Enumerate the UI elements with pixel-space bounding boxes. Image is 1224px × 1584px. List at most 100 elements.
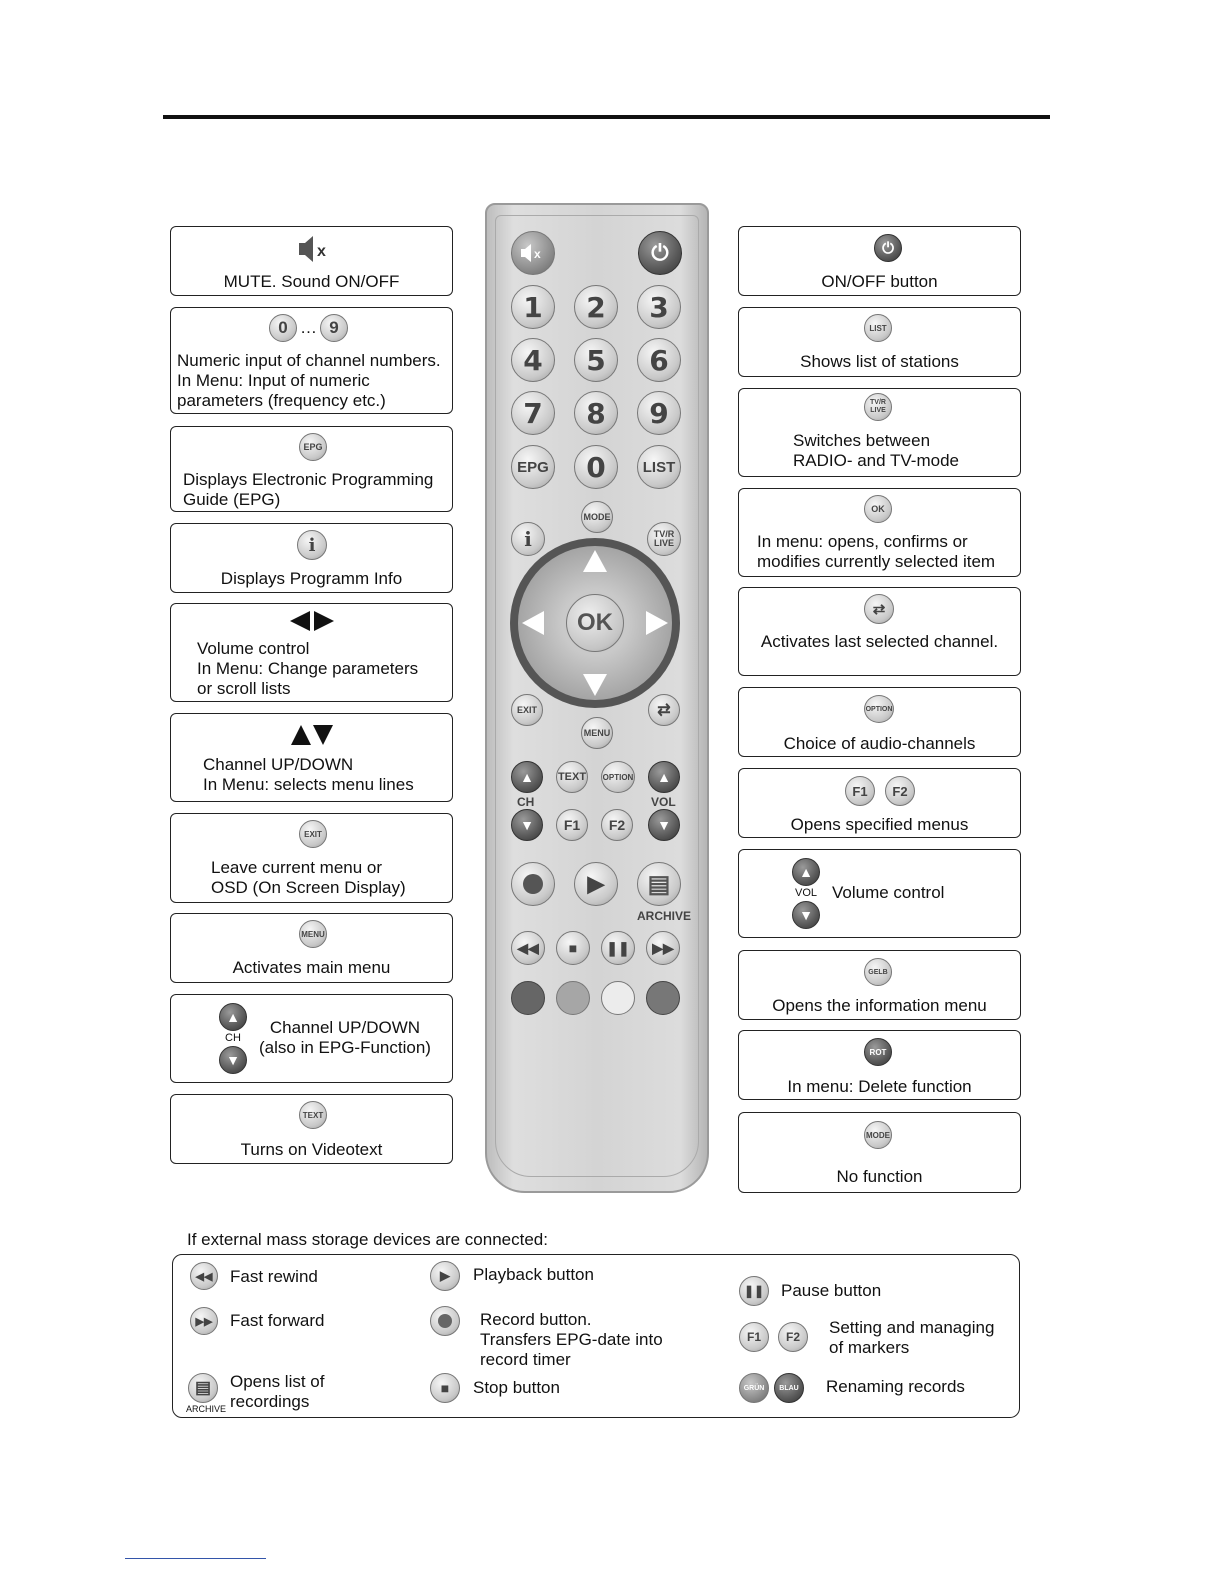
vol-label: VOL [795,887,817,899]
ch-box: ▲ CH ▼ Channel UP/DOWN (also in EPG-Func… [170,994,453,1083]
remote-menu-button[interactable]: MENU [581,717,613,749]
remote-ok-button[interactable]: OK [566,594,624,652]
swap-icon: ⇄ [657,700,670,720]
ch-down-icon: ▼ [219,1046,247,1074]
mute-text: MUTE. Sound ON/OFF [171,272,452,292]
remote-f2-button[interactable]: F2 [601,809,633,841]
footer-rule [125,1558,266,1559]
f2-icon: F2 [885,776,915,806]
exit-box: EXIT Leave current menu or OSD (On Scree… [170,813,453,903]
remote-vol-down-button[interactable]: ▼ [648,809,680,841]
record-text: Record button. Transfers EPG-date into r… [480,1310,663,1370]
record-icon [523,874,543,894]
left-right-arrows-icon [288,610,336,632]
mode-text: No function [739,1167,1020,1187]
remote-button-0[interactable]: 0 [574,445,618,489]
mute-box: x MUTE. Sound ON/OFF [170,226,453,296]
remote-power-button[interactable]: ⏻ [638,231,682,275]
menu-icon: MENU [299,920,327,948]
remote-button-4[interactable]: 4 [511,338,555,382]
vol-down-icon: ▼ [792,901,820,929]
remote-button-9[interactable]: 9 [637,391,681,435]
ch-label: CH [225,1032,241,1044]
channel-text: Channel UP/DOWN In Menu: selects menu li… [203,755,414,795]
remote-stop-button[interactable]: ■ [556,931,590,965]
remote-record-button[interactable] [511,862,555,906]
remote-play-button[interactable]: ▶ [574,862,618,906]
ok-icon: OK [864,495,892,523]
f-buttons-text: Opens specified menus [739,815,1020,835]
remote-f1-button[interactable]: F1 [556,809,588,841]
ch-text: Channel UP/DOWN (also in EPG-Function) [259,1018,431,1058]
remote-option-button[interactable]: OPTION [601,761,635,793]
remote-button-8[interactable]: 8 [574,391,618,435]
info-box: i Displays Programm Info [170,523,453,593]
dpad-up-arrow[interactable] [583,550,607,572]
epg-icon: EPG [299,433,327,461]
text-text: Turns on Videotext [171,1140,452,1160]
remote-button-1[interactable]: 1 [511,285,555,329]
list-text: Shows list of stations [739,352,1020,372]
remote-button-7[interactable]: 7 [511,391,555,435]
remote-text-button[interactable]: TEXT [556,761,588,793]
remote-list-button[interactable]: LIST [637,445,681,489]
remote-swap-button[interactable]: ⇄ [648,694,680,726]
vol-up-icon: ▲ [792,858,820,886]
stop-text: Stop button [473,1378,560,1398]
remote-exit-button[interactable]: EXIT [511,694,543,726]
remote-vol-label: VOL [651,795,676,809]
remote-rewind-button[interactable]: ◀◀ [511,931,545,965]
remote-fastforward-button[interactable]: ▶▶ [646,931,680,965]
tvr-icon: TV/R LIVE [864,393,892,421]
remote-button-3[interactable]: 3 [637,285,681,329]
remote-ch-label: CH [517,795,534,809]
option-box: OPTION Choice of audio-channels [738,687,1021,757]
power-icon: ⏻ [651,240,668,266]
remote-vol-up-button[interactable]: ▲ [648,761,680,793]
numeric-text: Numeric input of channel numbers. In Men… [177,351,441,411]
mute-icon: x [297,233,331,265]
rewind-icon: ◀◀ [190,1262,218,1290]
remote-green-button[interactable] [556,981,590,1015]
remote-pause-button[interactable]: ❚❚ [601,931,635,965]
dpad-down-arrow[interactable] [583,674,607,696]
remote-ch-up-button[interactable]: ▲ [511,761,543,793]
fastforward-text: Fast forward [230,1311,324,1331]
archive-icon: ▤ [188,1373,218,1403]
remote-button-2[interactable]: 2 [574,285,618,329]
remote-yellow-button[interactable] [601,981,635,1015]
numeric-box: 0 … 9 Numeric input of channel numbers. … [170,307,453,414]
dpad-right-arrow[interactable] [646,611,668,635]
remote-mode-button[interactable]: MODE [581,501,613,533]
gelb-icon: GELB [864,958,892,986]
f1-icon: F1 [739,1322,769,1352]
volume-text: Volume control In Menu: Change parameter… [197,639,418,699]
green-icon: GRÜN [739,1373,769,1403]
remote-archive-button[interactable]: ▤ [637,862,681,906]
pause-icon: ❚❚ [739,1276,769,1306]
button-0-icon: 0 [269,314,297,342]
remote-button-5[interactable]: 5 [574,338,618,382]
remote-red-button[interactable] [511,981,545,1015]
exit-text: Leave current menu or OSD (On Screen Dis… [211,858,406,898]
rewind-icon: ◀◀ [517,940,539,957]
play-text: Playback button [473,1265,594,1285]
archive-text: Opens list of recordings [230,1372,325,1412]
fastforward-icon: ▶▶ [652,940,674,957]
fastforward-icon: ▶▶ [190,1307,218,1335]
pause-text: Pause button [781,1281,881,1301]
ch-up-icon: ▲ [219,1003,247,1031]
play-icon: ▶ [588,871,605,897]
markers-text: Setting and managing of markers [829,1318,994,1358]
stop-icon: ■ [569,940,577,956]
remote-epg-button[interactable]: EPG [511,445,555,489]
text-box: TEXT Turns on Videotext [170,1094,453,1164]
dpad-left-arrow[interactable] [522,611,544,635]
rot-box: ROT In menu: Delete function [738,1030,1021,1100]
remote-mute-button[interactable]: x [511,231,555,275]
archive-label: ARCHIVE [186,1404,226,1414]
remote-ch-down-button[interactable]: ▼ [511,809,543,841]
info-text: Displays Programm Info [171,569,452,589]
remote-button-6[interactable]: 6 [637,338,681,382]
remote-blue-button[interactable] [646,981,680,1015]
